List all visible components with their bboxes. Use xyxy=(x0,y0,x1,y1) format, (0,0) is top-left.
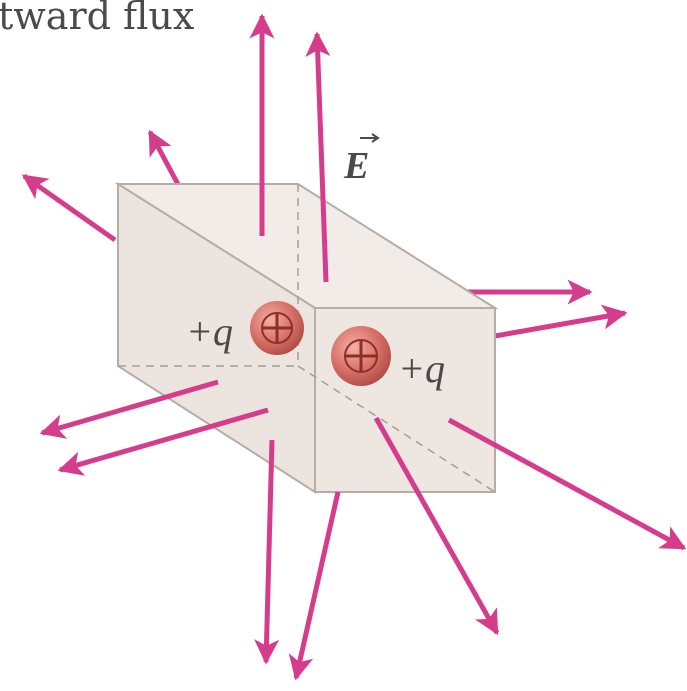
field-arrow-left-lower xyxy=(57,407,269,476)
field-arrow-top-left xyxy=(147,129,183,190)
charge-left-label: +q xyxy=(186,309,233,354)
box-hidden-edge-diagonal xyxy=(297,365,496,493)
field-arrow-lower-right xyxy=(447,417,687,551)
top-field-lines xyxy=(249,13,331,283)
charge-right-label: +q xyxy=(398,346,445,391)
field-arrow-upper-left xyxy=(21,173,117,243)
front-field-lines xyxy=(39,379,687,681)
charge-right: +q xyxy=(331,326,445,391)
field-arrow-right-mid xyxy=(494,304,628,339)
back-field-lines xyxy=(21,129,628,339)
field-label-text: E xyxy=(343,145,369,187)
field-arrow-down-mid xyxy=(288,491,341,681)
field-arrow-left-upper xyxy=(39,379,219,439)
field-arrow-up-right xyxy=(305,31,331,283)
gaussian-box xyxy=(114,182,499,494)
charge-left: +q xyxy=(186,301,304,355)
caption-text: tward flux xyxy=(0,0,195,38)
field-arrow-down-left xyxy=(254,439,280,665)
field-label: E xyxy=(343,133,380,187)
field-arrow-down-right xyxy=(373,416,500,636)
